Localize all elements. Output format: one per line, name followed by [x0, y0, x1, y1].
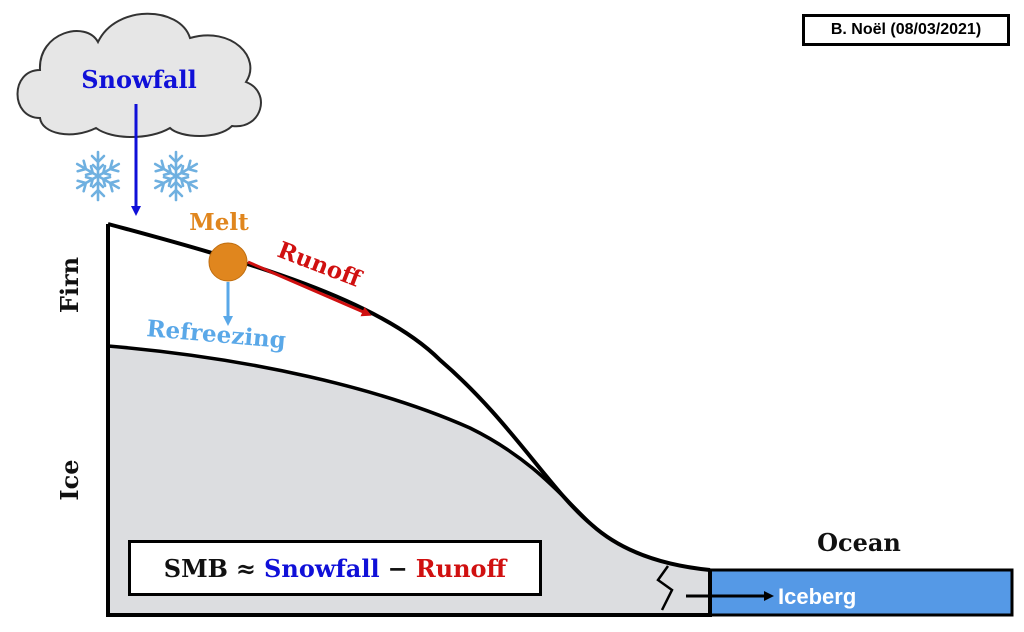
- smb-equation-box: SMB ≈ Snowfall − Runoff: [128, 540, 542, 596]
- ocean-label: Ocean: [817, 528, 901, 557]
- runoff-arrow: [247, 260, 372, 317]
- snowflake-icon: [77, 152, 119, 200]
- smb-term: SMB: [163, 553, 228, 583]
- refreezing-label: Refreezing: [145, 315, 286, 354]
- cloud-icon: [16, 12, 262, 138]
- minus-symbol: −: [387, 553, 408, 583]
- equation-snowfall: Snowfall: [264, 553, 380, 583]
- melt-dot-icon: [208, 242, 248, 282]
- ocean-water: [708, 568, 1014, 617]
- equation-runoff: Runoff: [415, 553, 507, 583]
- snowflake-icon: [155, 152, 197, 200]
- snowfall-label: Snowfall: [81, 65, 197, 94]
- author-credit-box: B. Noël (08/03/2021): [802, 14, 1010, 46]
- ice-label: Ice: [55, 459, 84, 500]
- melt-label: Melt: [189, 209, 249, 236]
- glacier-left-wall: [106, 224, 712, 617]
- iceberg-label: Iceberg: [778, 584, 856, 609]
- calving-crack-icon: [656, 565, 674, 611]
- approx-symbol: ≈: [235, 553, 257, 583]
- author-credit: B. Noël (08/03/2021): [830, 21, 982, 38]
- runoff-label: Runoff: [274, 236, 367, 293]
- firn-ice-boundary: [107, 344, 594, 527]
- firn-label: Firn: [55, 257, 84, 313]
